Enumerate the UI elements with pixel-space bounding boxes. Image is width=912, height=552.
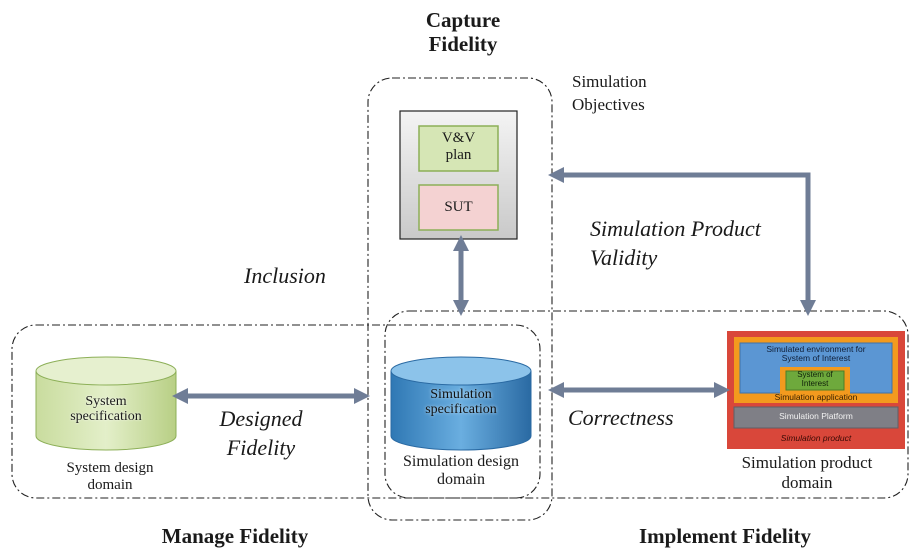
capture-title-line2: Fidelity — [428, 32, 498, 57]
sut-label: SUT — [444, 199, 473, 215]
vv-plan-box — [418, 125, 499, 172]
system-caption-line2: domain — [87, 477, 133, 494]
simulation-specification-label: Simulation specification — [399, 387, 523, 418]
system-design-domain-caption: System design domain — [40, 460, 180, 495]
simulation-objectives-label: Simulation Objectives — [572, 71, 647, 117]
sim-caption-line2: domain — [437, 471, 485, 489]
capture-fidelity-title: Capture Fidelity — [403, 8, 523, 56]
implement-fidelity-region — [384, 310, 909, 499]
objectives-line1: Simulation — [572, 72, 647, 91]
objectives-line2: Objectives — [572, 94, 645, 114]
env-line2: System of Interest — [781, 353, 851, 364]
simulation-design-domain-caption: Simulation design domain — [386, 453, 536, 490]
sim-caption-line1: Simulation design — [403, 453, 519, 470]
product-caption-line2: domain — [781, 472, 833, 492]
system-spec-line1: System — [85, 394, 127, 409]
vv-plan-label: V&V plan — [419, 130, 498, 163]
validity-label: Simulation Product Validity — [590, 215, 761, 272]
env-line1: Simulated environment for — [766, 344, 866, 354]
implement-fidelity-title: Implement Fidelity — [638, 524, 812, 548]
sut-box — [418, 184, 499, 231]
sim-spec-line1: Simulation — [430, 387, 492, 402]
soi-line2: Interest — [801, 378, 829, 388]
validity-arrow — [547, 166, 817, 317]
manage-fidelity-region — [11, 324, 541, 499]
designed-line1: Designed — [219, 406, 303, 431]
simulation-specification-cylinder — [390, 356, 532, 451]
sim-spec-line2: specification — [425, 402, 497, 418]
simulation-product-graphic — [727, 331, 905, 449]
vv-plan-line1: V&V — [441, 130, 476, 146]
product-caption-line1: Simulation product — [741, 453, 873, 472]
vv-plan-line2: plan — [445, 146, 472, 163]
system-of-interest-label: System of Interest — [786, 370, 844, 389]
system-specification-label: System specification — [44, 394, 168, 425]
validity-line1: Simulation Product — [590, 216, 761, 241]
simulation-product-label: Simulation product — [780, 433, 852, 443]
validity-line2: Validity — [590, 244, 658, 270]
capture-title-line1: Capture — [425, 8, 501, 32]
simulation-product-domain-caption: Simulation product domain — [722, 453, 892, 492]
designed-line2: Fidelity — [226, 434, 296, 460]
correctness-label: Correctness — [568, 405, 674, 430]
inclusion-label: Inclusion — [244, 263, 326, 288]
system-caption-line1: System design — [66, 460, 154, 476]
simulation-application-label: Simulation application — [774, 392, 858, 402]
simulation-platform-label: Simulation Platform — [779, 411, 853, 421]
soi-line1: System of — [797, 370, 833, 379]
simulated-environment-label: Simulated environment for System of Inte… — [740, 344, 892, 364]
system-spec-line2: specification — [70, 409, 142, 425]
system-specification-cylinder — [35, 356, 177, 451]
designed-fidelity-label: Designed Fidelity — [206, 405, 316, 462]
manage-fidelity-title: Manage Fidelity — [161, 524, 309, 548]
